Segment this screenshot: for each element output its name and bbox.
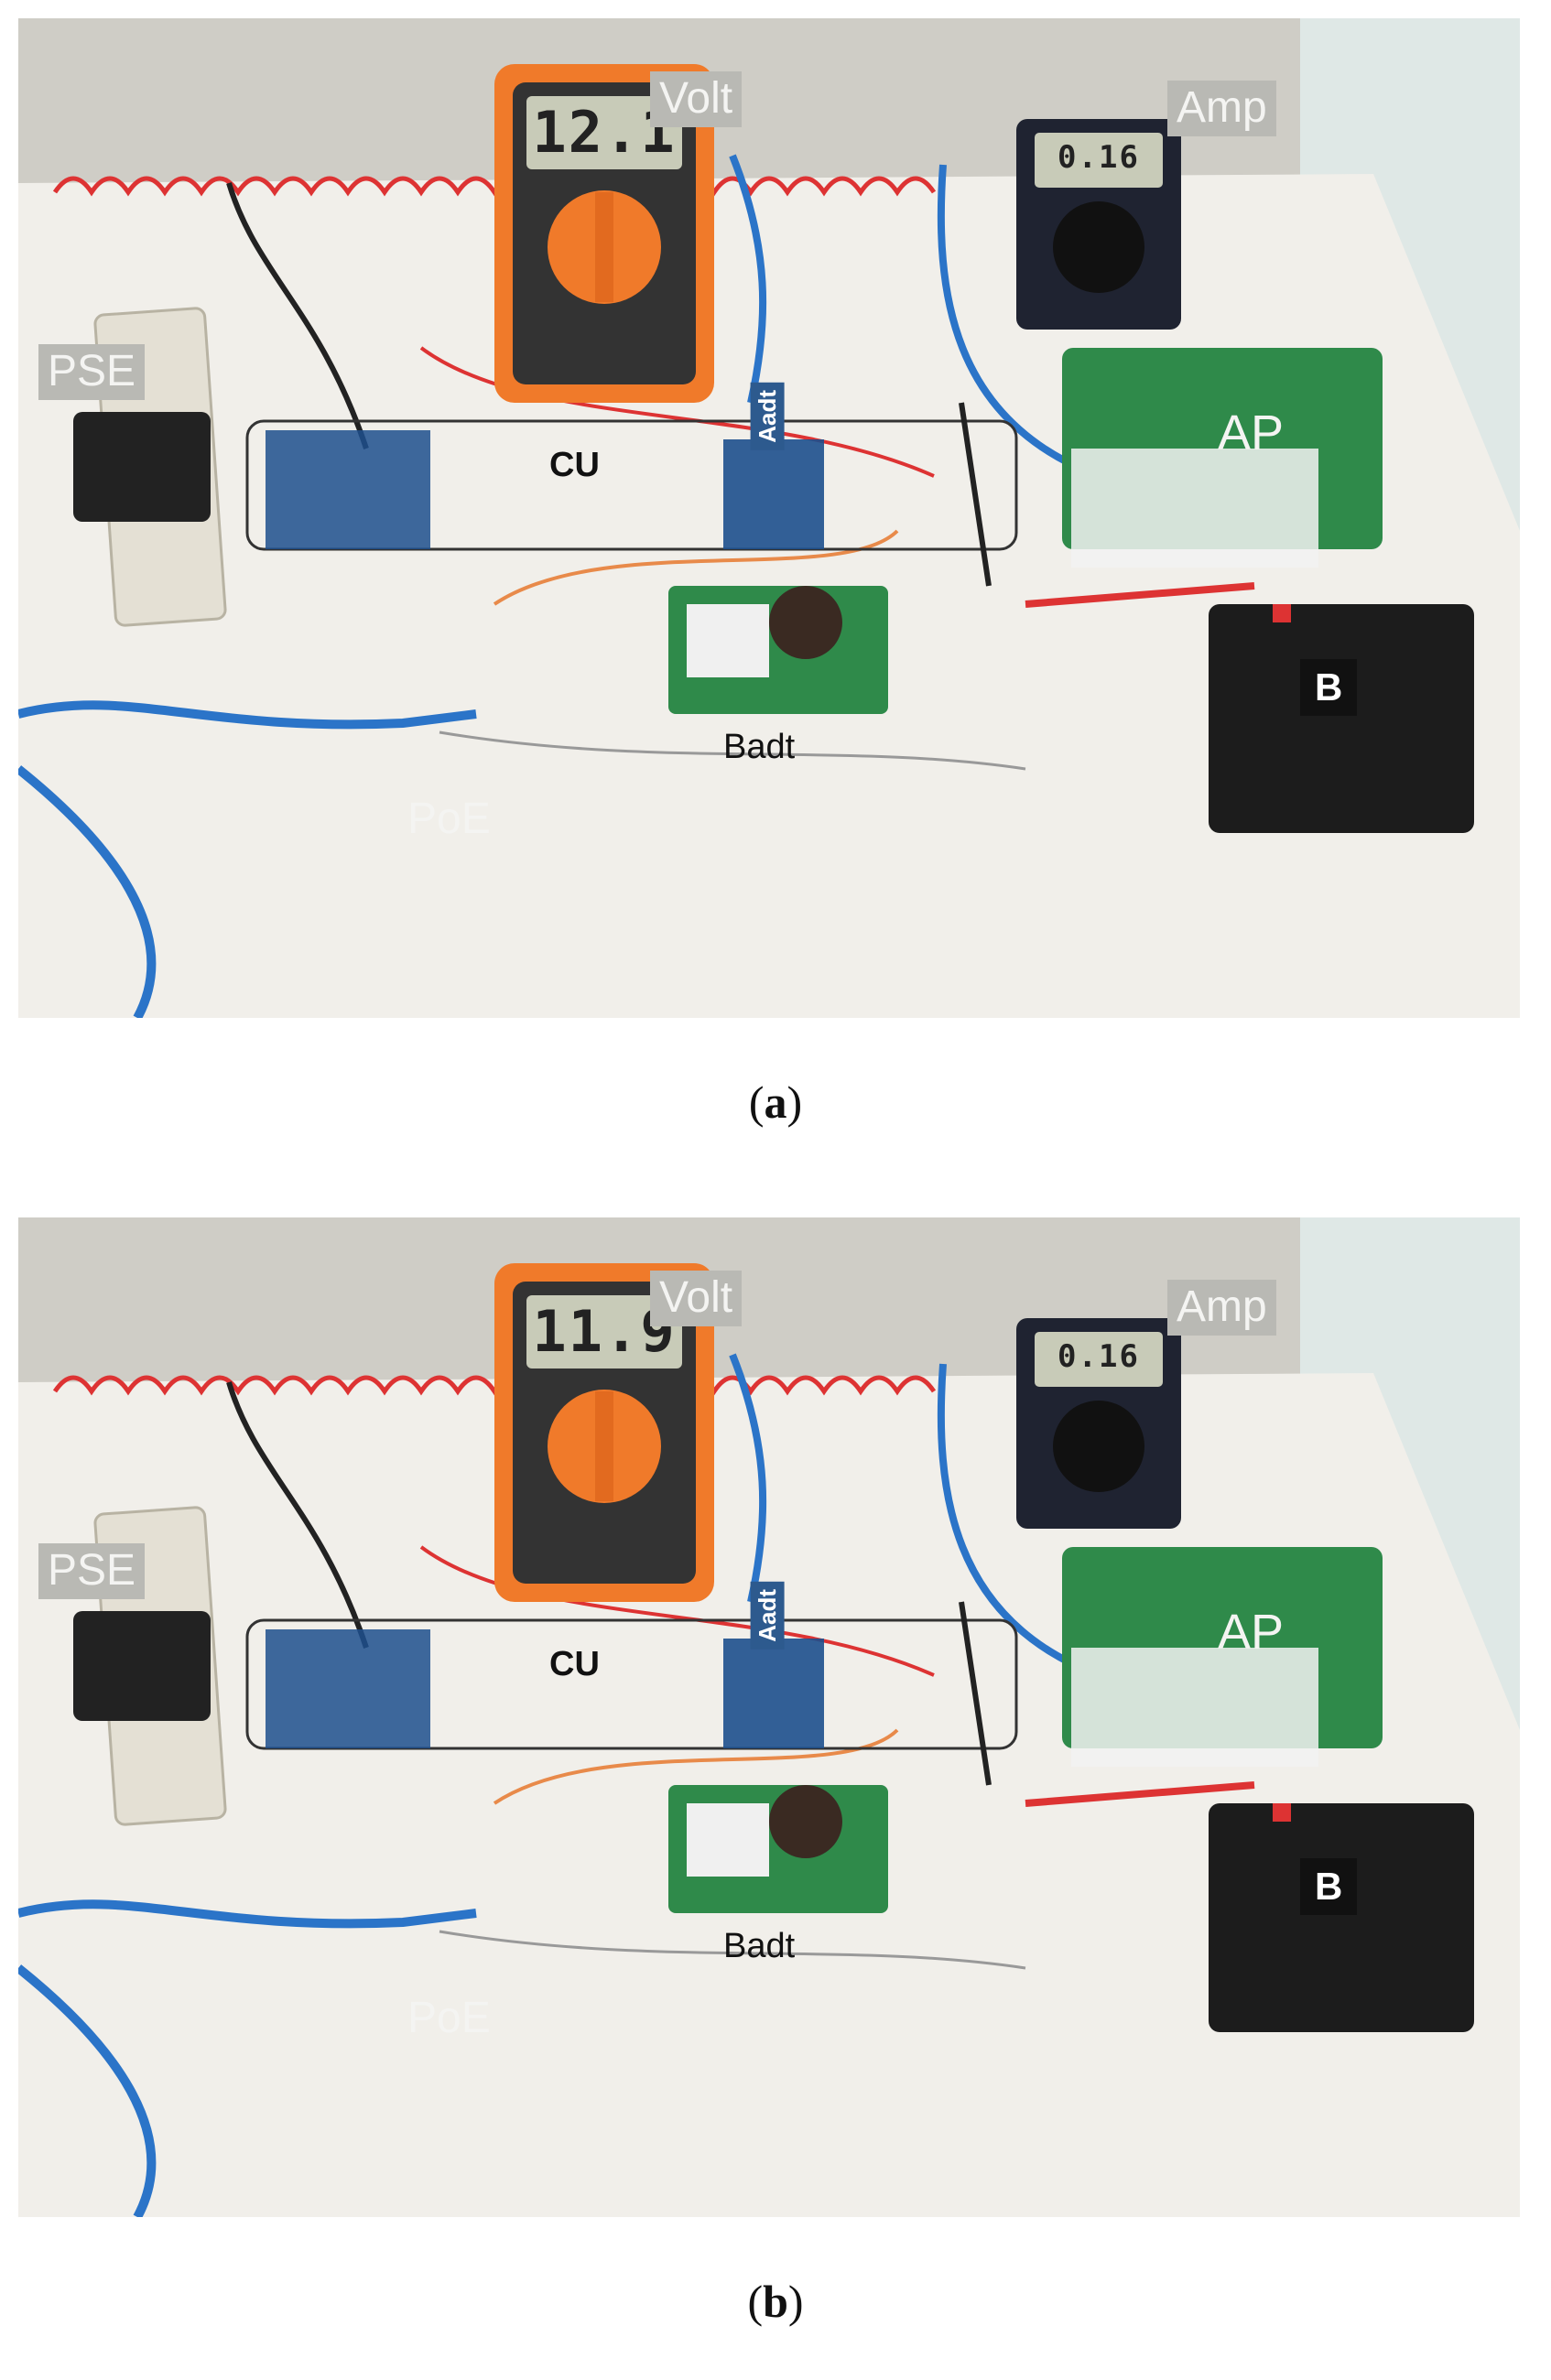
label-pse: PSE	[38, 344, 146, 400]
photo-panel-b: 11.9 0.16 Volt Amp PSE CU Aadt AP Badt P…	[18, 1217, 1520, 2217]
label-amp: Amp	[1167, 1280, 1276, 1336]
lab-setup-photo-b	[18, 1217, 1520, 2217]
label-battery: B	[1300, 1858, 1358, 1916]
lab-setup-photo-a	[18, 18, 1520, 1018]
label-cu: CU	[549, 446, 600, 484]
label-ap: AP	[1218, 1605, 1285, 1660]
ammeter-reading: 0.16	[1058, 139, 1140, 176]
label-amp: Amp	[1167, 81, 1276, 136]
label-volt: Volt	[650, 1271, 743, 1326]
label-aadt: Aadt	[751, 383, 785, 450]
label-aadt: Aadt	[751, 1582, 785, 1650]
label-volt: Volt	[650, 71, 743, 127]
label-ap: AP	[1218, 406, 1285, 460]
ammeter-reading: 0.16	[1058, 1338, 1140, 1375]
label-badt: Badt	[723, 728, 796, 766]
photo-panel-a: 12.1 0.16 Volt Amp PSE CU Aadt AP Badt P…	[18, 18, 1520, 1018]
caption-letter-b: b	[763, 2276, 788, 2327]
caption-a: (a)	[748, 1076, 803, 1128]
label-battery: B	[1300, 659, 1358, 717]
caption-letter-a: a	[764, 1076, 787, 1128]
label-poe: PoE	[407, 1994, 491, 2042]
label-badt: Badt	[723, 1927, 796, 1965]
label-pse: PSE	[38, 1543, 146, 1599]
caption-b: (b)	[747, 2276, 804, 2327]
label-cu: CU	[549, 1645, 600, 1683]
label-poe: PoE	[407, 795, 491, 843]
